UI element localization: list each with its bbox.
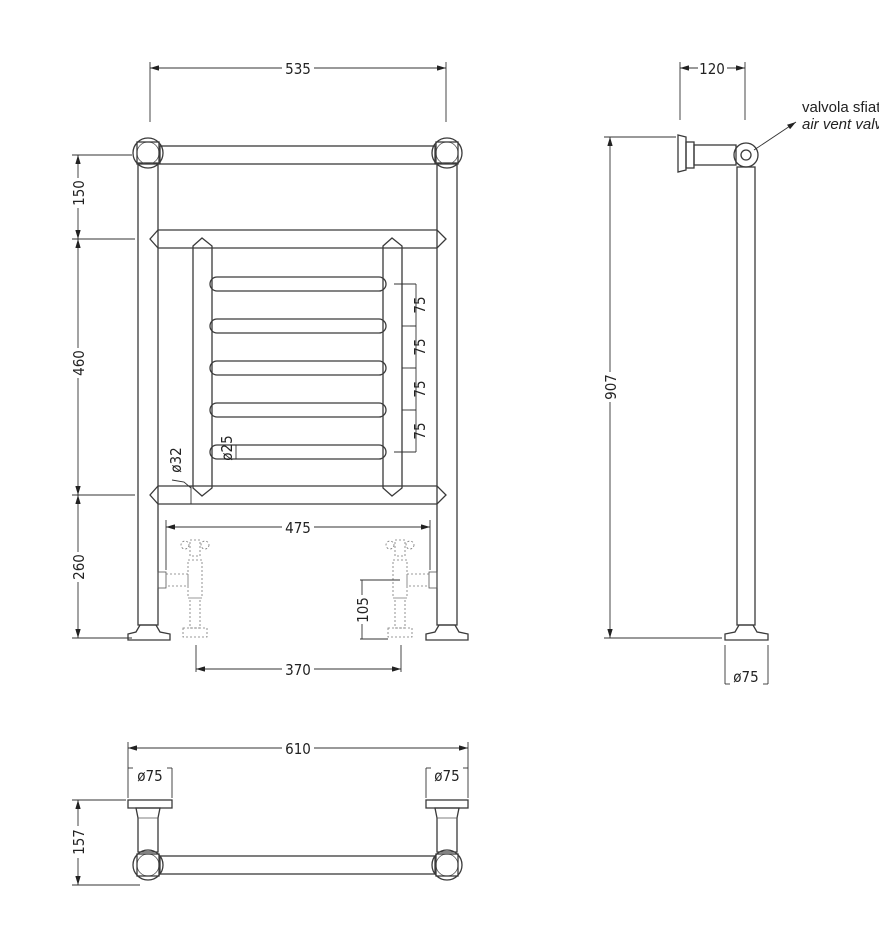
svg-text:ø75: ø75	[434, 767, 459, 785]
side-foot	[724, 624, 769, 641]
svg-text:75: 75	[411, 422, 429, 439]
right-wall-plate	[425, 799, 469, 809]
plan-corner-left	[132, 849, 164, 881]
svg-text:75: 75	[411, 296, 429, 313]
elbow	[733, 142, 759, 168]
svg-text:ø75: ø75	[733, 668, 758, 686]
dimension-535: 535	[149, 60, 447, 122]
wall-arm	[693, 144, 737, 166]
svg-text:105: 105	[354, 597, 372, 623]
dimension-157: 157	[70, 799, 140, 886]
side-view: 120 907 ø75 valvola sfiato air vent valv…	[602, 60, 879, 686]
air-vent-callout: valvola sfiato air vent valve	[753, 99, 879, 151]
dimension-105: 105	[354, 579, 400, 640]
plan-corner-right	[431, 849, 463, 881]
corner-cap-left	[132, 137, 164, 169]
lower-header-bar	[149, 485, 447, 505]
svg-text:120: 120	[699, 60, 725, 78]
svg-text:535: 535	[285, 60, 311, 78]
air-vent-valve-icon	[740, 149, 752, 161]
svg-text:75: 75	[411, 380, 429, 397]
dimension-foot-diameter: ø75	[724, 645, 769, 686]
dimension-120: 120	[679, 60, 746, 120]
svg-text:157: 157	[70, 829, 88, 855]
right-valve	[385, 539, 438, 638]
plan-view: 610 ø75 ø75 157	[70, 740, 469, 886]
svg-text:75: 75	[411, 338, 429, 355]
svg-text:475: 475	[285, 519, 311, 537]
left-wall-plate	[127, 799, 173, 809]
svg-text:air vent valve: air vent valve	[802, 116, 879, 133]
left-post	[137, 162, 159, 626]
upper-header-bar	[149, 229, 447, 249]
dimension-610: 610	[127, 740, 469, 798]
inner-right-upright	[382, 237, 403, 497]
svg-text:460: 460	[70, 350, 88, 376]
side-post	[736, 166, 756, 626]
svg-text:610: 610	[285, 740, 311, 758]
left-foot	[127, 624, 171, 641]
dimension-370: 370	[195, 645, 402, 679]
top-rail	[159, 145, 436, 165]
svg-text:ø75: ø75	[137, 767, 162, 785]
left-valve	[157, 539, 210, 638]
front-view: 535 150 460 260 75 75	[70, 60, 469, 679]
dimension-475: 475	[165, 519, 431, 570]
svg-text:ø32: ø32	[167, 447, 185, 472]
right-foot	[425, 624, 469, 641]
svg-text:ø25: ø25	[218, 435, 236, 460]
dimension-diameters: ø32 ø25	[167, 435, 237, 504]
plan-rail	[159, 855, 436, 875]
wall-bracket	[677, 134, 687, 173]
svg-text:valvola sfiato: valvola sfiato	[802, 99, 879, 116]
corner-cap-right	[431, 137, 463, 169]
towel-rails	[209, 276, 387, 460]
svg-text:370: 370	[285, 661, 311, 679]
dimension-left-heights: 150 460 260	[70, 154, 135, 639]
svg-text:260: 260	[70, 554, 88, 580]
dimension-rail-spacing: 75 75 75 75	[394, 283, 429, 453]
dimension-907: 907	[602, 136, 722, 639]
svg-text:907: 907	[602, 374, 620, 400]
dimension-plan-feet: ø75 ø75	[128, 767, 468, 798]
inner-left-upright	[192, 237, 213, 497]
svg-text:150: 150	[70, 180, 88, 206]
